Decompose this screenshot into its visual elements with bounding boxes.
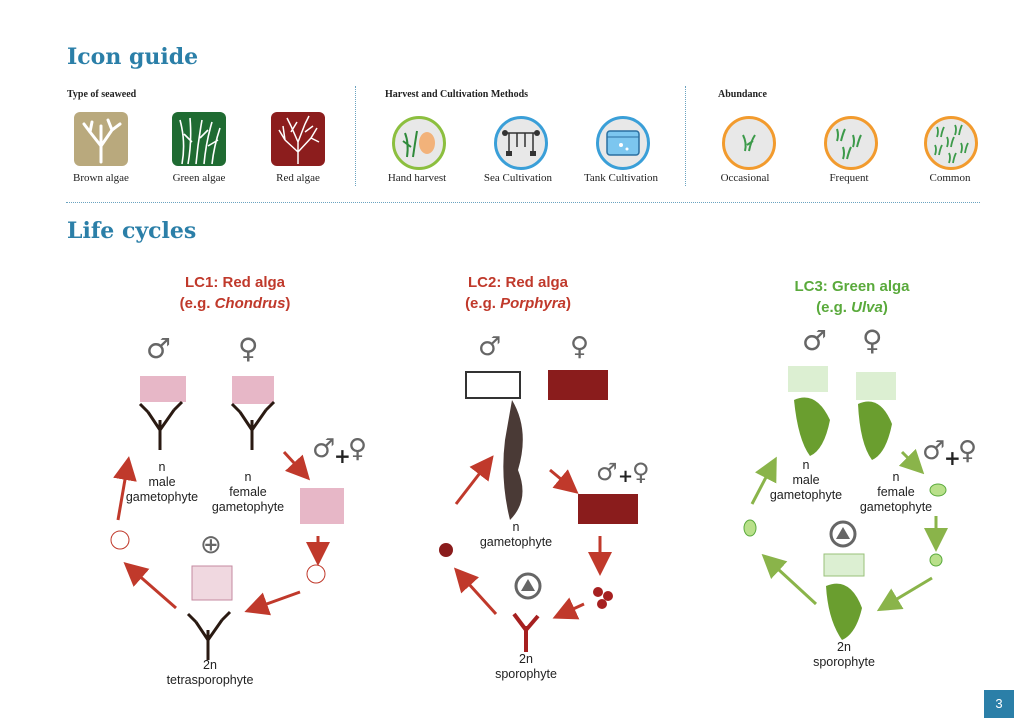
lc1-genus: Chondrus [214,295,286,312]
lc1-cells [110,376,344,601]
occasional-label: Occasional [720,172,770,184]
tank-cultivation-icon [596,116,650,170]
abundance-heading: Abundance [718,89,767,100]
lc2-gametophyte-label: n gametophyte [479,520,553,549]
lc3-arrows [750,448,948,612]
meiosis-icon [514,520,857,600]
hand-harvest-label: Hand harvest [387,172,447,184]
seaweed-type-heading: Type of seaweed [67,89,137,100]
lc2-cells [439,370,638,652]
lc1-title-line2: (e.g. Chondrus) [135,293,335,314]
red-algae-label: Red algae [276,172,320,184]
frequent-label: Frequent [829,172,869,184]
occasional-icon [722,116,776,170]
male-symbol-icon: ♂ [596,458,618,486]
separator [685,86,686,186]
male-symbol-icon: ♂ [312,434,336,464]
lc2-arrows [453,455,612,620]
lc1-prefix: (e.g. [179,295,215,312]
frequent-icon [824,116,878,170]
sea-cultivation-icon [494,116,548,170]
lc1-title-line1: LC1: Red alga [184,274,286,291]
male-symbol-icon: ♂ [922,436,946,466]
lc3-suffix: ) [882,299,888,316]
male-symbol-icon: ♂ [146,332,172,365]
female-symbol-icon: ♀ [238,332,259,365]
lc1-plants [138,400,276,660]
lc2-title-line1: LC2: Red alga [467,274,569,291]
female-symbol-icon: ♀ [958,436,978,466]
fertilization-icon: ⊕ [200,530,222,560]
methods-heading: Harvest and Cultivation Methods [385,89,529,100]
lc1-title: LC1: Red alga (e.g. Chondrus) [135,272,335,314]
sea-cultivation-label: Sea Cultivation [483,172,553,184]
green-algae-label: Green algae [172,172,226,184]
lc1-tetrasporophyte-label: 2n tetrasporophyte [166,658,254,687]
plus-symbol: + [618,466,634,487]
lc2-title-line2: (e.g. Porphyra) [418,293,618,314]
plus-symbol: + [944,446,961,470]
lc3-plants [743,366,947,640]
common-label: Common [929,172,971,184]
lc3-title-line2: (e.g. Ulva) [752,297,952,318]
lc3-genus: Ulva [851,299,883,316]
female-symbol-icon: ♀ [632,458,650,486]
lc1-suffix: ) [285,295,291,312]
brown-algae-icon [74,112,128,166]
lc2-title: LC2: Red alga (e.g. Porphyra) [418,272,618,314]
section-divider [66,202,980,203]
lc1-female-gametophyte-label: n female gametophyte [211,470,285,514]
lc2-suffix: ) [565,295,571,312]
lc3-prefix: (e.g. [816,299,852,316]
lc3-female-gametophyte-label: n female gametophyte [859,470,933,514]
plus-symbol: + [334,444,351,468]
lc3-male-gametophyte-label: n male gametophyte [769,458,843,502]
lc1-male-gametophyte-label: n male gametophyte [125,460,199,504]
lc3-sporophyte-label: 2n sporophyte [813,640,875,669]
icon-guide-title: Icon guide [67,44,199,70]
lc2-sporophyte-label: 2n sporophyte [495,652,557,681]
female-symbol-icon: ♀ [570,332,590,362]
female-symbol-icon: ♀ [348,434,368,464]
lc3-title: LC3: Green alga (e.g. Ulva) [752,276,952,318]
female-symbol-icon: ♀ [862,324,883,357]
common-icon [924,116,978,170]
page-number: 3 [984,690,1014,718]
male-symbol-icon: ♂ [802,324,828,357]
separator [355,86,356,186]
green-algae-icon [172,112,226,166]
lc1-arrows [113,450,330,616]
tank-cultivation-label: Tank Cultivation [583,172,659,184]
brown-algae-label: Brown algae [73,172,129,184]
red-algae-icon [271,112,325,166]
hand-harvest-icon [392,116,446,170]
lc3-title-line1: LC3: Green alga [794,278,910,295]
male-symbol-icon: ♂ [478,332,502,362]
life-cycles-title: Life cycles [67,218,197,244]
lc2-prefix: (e.g. [465,295,501,312]
lc2-genus: Porphyra [500,295,566,312]
